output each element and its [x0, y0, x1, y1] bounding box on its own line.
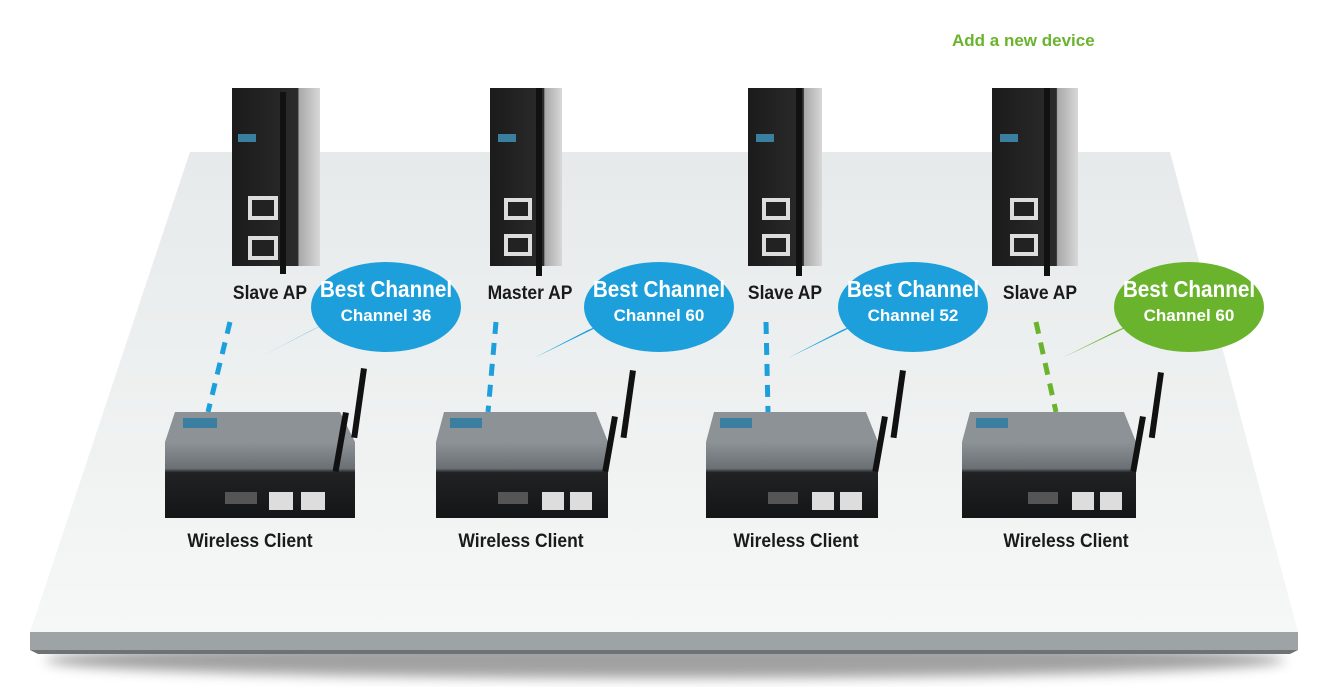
ap-label-3: Slave AP	[747, 283, 823, 304]
ap-device-4	[992, 88, 1078, 276]
bubble-channel: Channel 36	[340, 306, 432, 325]
platform-edge	[30, 632, 1298, 650]
channel-bubble-2: Best Channel Channel 60	[584, 262, 734, 352]
client-device-4	[962, 372, 1164, 518]
client-label-1: Wireless Client	[187, 531, 313, 552]
bubble-title: Best Channel	[319, 276, 453, 302]
ap-label-4: Slave AP	[1002, 283, 1078, 304]
ap-device-2	[490, 88, 562, 276]
bubble-tail-2	[534, 320, 612, 358]
client-label-4: Wireless Client	[1003, 531, 1129, 552]
bubble-tail-3	[788, 320, 866, 358]
bubble-title: Best Channel	[592, 276, 726, 302]
ap-label-1: Slave AP	[232, 283, 308, 304]
client-device-1	[165, 368, 367, 518]
link-line-4	[1033, 321, 1059, 413]
bubble-title: Best Channel	[1122, 276, 1256, 302]
bubble-channel: Channel 60	[1143, 306, 1235, 325]
bubble-channel: Channel 52	[867, 306, 959, 325]
link-line-2	[485, 321, 499, 413]
bubble-tail-1	[262, 318, 336, 356]
client-label-3: Wireless Client	[733, 531, 859, 552]
client-label-2: Wireless Client	[458, 531, 584, 552]
ap-label-2: Master AP	[487, 283, 573, 304]
channel-bubble-4: Best Channel Channel 60	[1114, 262, 1264, 352]
link-line-3	[763, 321, 771, 413]
add-device-label: Add a new device	[952, 31, 1095, 50]
platform	[30, 152, 1298, 632]
bubble-channel: Channel 60	[613, 306, 705, 325]
channel-bubble-1: Best Channel Channel 36	[311, 262, 461, 352]
ap-device-1	[232, 88, 320, 274]
client-device-2	[436, 370, 636, 518]
bubble-tail-4	[1062, 320, 1142, 358]
bubble-title: Best Channel	[846, 276, 980, 302]
client-device-3	[706, 370, 906, 518]
ap-device-3	[748, 88, 822, 276]
link-line-1	[205, 321, 233, 413]
channel-bubble-3: Best Channel Channel 52	[838, 262, 988, 352]
